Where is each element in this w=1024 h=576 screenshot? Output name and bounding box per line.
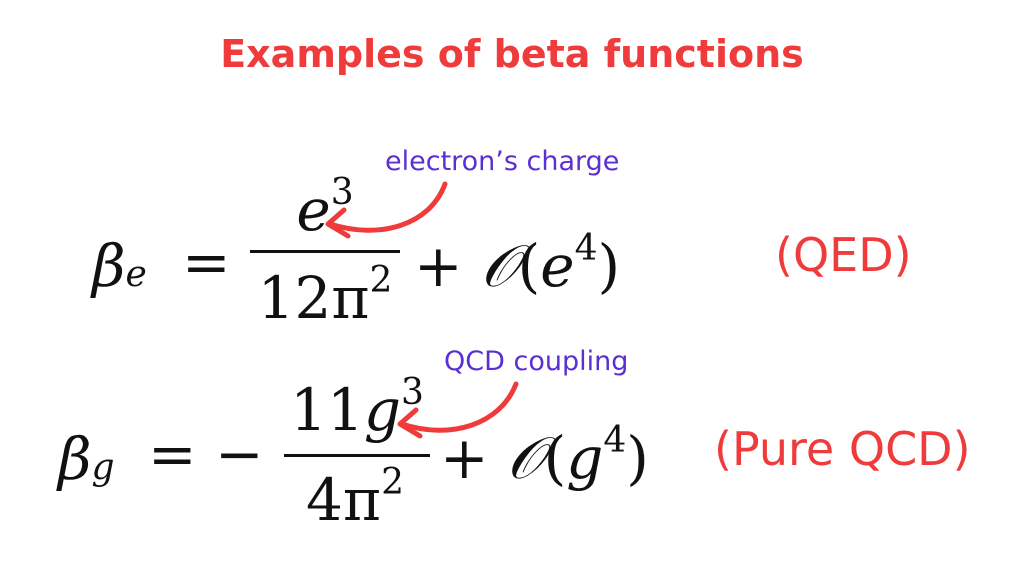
annotation-electron-charge: electron’s charge [385,146,620,177]
order-base: e [540,232,575,300]
qed-order-term: + 𝒪(e4) [414,228,620,301]
denominator-exponent: 2 [381,462,404,503]
big-o-symbol: 𝒪 [481,232,518,300]
plus-sign: + [414,232,463,300]
denominator-base: 12π [257,264,370,332]
fraction-bar [250,250,400,253]
equals-minus-sign: = − [148,420,264,488]
denominator-exponent: 2 [369,260,393,301]
beta-symbol: β [58,425,92,493]
qcd-denominator: 4π2 [280,462,430,534]
beta-symbol: β [92,232,126,300]
arrow-qcd-coupling [399,381,519,433]
qed-numerator: e3 [250,172,400,244]
numerator-base: e [296,176,331,244]
order-exponent: 4 [574,228,598,269]
qcd-order-term: + 𝒪(g4) [440,420,649,493]
qed-lhs: βe [92,232,147,300]
annotation-qcd-coupling: QCD coupling [444,346,629,377]
slide-title: Examples of beta functions [220,32,804,76]
theory-label-qed: (QED) [775,228,912,282]
numerator-exponent: 3 [401,372,424,413]
arrow-head-2 [397,407,423,439]
subscript: g [91,447,115,488]
paren-close: ) [597,232,621,300]
order-exponent: 4 [603,420,627,461]
theory-label-qcd: (Pure QCD) [714,422,971,476]
fraction-bar [284,454,430,457]
arrow-head-1 [325,207,351,239]
qcd-numerator: 11g3 [278,372,436,444]
paren-close: ) [626,424,649,492]
numerator-exponent: 3 [330,172,354,213]
order-base: g [566,424,604,492]
numerator-base: g [363,376,402,444]
arrow-electron-charge [327,181,448,233]
paren-open: ( [543,424,567,492]
paren-open: ( [517,232,541,300]
denominator-base: 4π [306,466,382,534]
subscript: e [125,254,147,295]
numerator-coefficient: 11 [290,376,364,444]
plus-sign: + [440,424,489,492]
big-o-symbol: 𝒪 [507,424,544,492]
qed-denominator: 12π2 [240,260,410,332]
equals-sign: = [182,228,231,296]
qcd-lhs: βg [58,425,115,493]
